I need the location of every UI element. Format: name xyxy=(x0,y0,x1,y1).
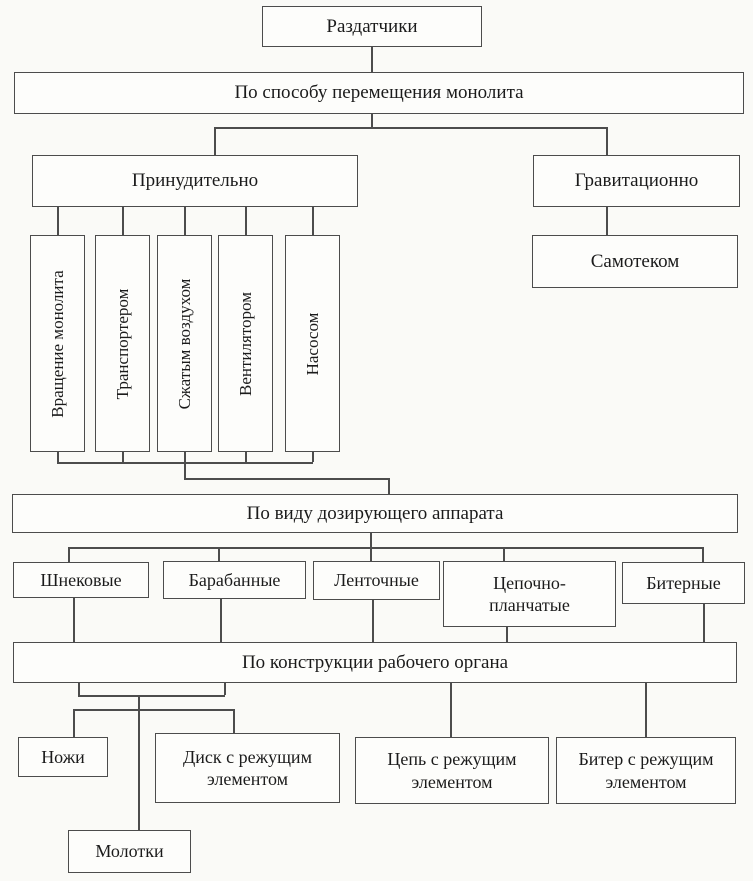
connector xyxy=(184,462,186,479)
node-conveyor-label: Транспортером xyxy=(112,288,132,399)
node-beater: Битерные xyxy=(622,562,745,604)
connector xyxy=(57,452,59,462)
connector xyxy=(138,695,140,830)
node-chain-slat: Цепочно-планчатые xyxy=(443,561,616,627)
connector xyxy=(370,547,372,561)
connector xyxy=(506,627,508,642)
node-fan: Вентилятором xyxy=(218,235,273,452)
node-forced: Принудительно xyxy=(32,155,358,207)
node-drum-label: Барабанные xyxy=(188,569,281,590)
connector xyxy=(78,683,80,695)
node-fan-label: Вентилятором xyxy=(235,291,255,396)
node-pump: Насосом xyxy=(285,235,340,452)
node-beater-cutting: Битер с режущим элементом xyxy=(556,737,736,804)
connector xyxy=(218,547,220,561)
connector xyxy=(73,709,233,711)
node-screw: Шнековые xyxy=(13,562,149,598)
connector xyxy=(122,207,124,235)
node-disc-cutting-label: Диск с режущим элементом xyxy=(183,746,312,790)
node-chain-slat-label: Цепочно-планчатые xyxy=(489,572,570,616)
connector xyxy=(312,452,314,462)
node-screw-label: Шнековые xyxy=(40,569,122,590)
connector xyxy=(78,695,225,697)
connector xyxy=(606,127,608,155)
connector xyxy=(245,207,247,235)
connector xyxy=(702,547,704,562)
connector xyxy=(224,683,226,695)
connector xyxy=(73,598,75,642)
node-by-movement-method: По способу перемещения монолита xyxy=(14,72,744,114)
node-by-working-body-design: По конструкции рабочего органа xyxy=(13,642,737,683)
node-by-working-body-label: По конструкции рабочего органа xyxy=(241,651,509,673)
node-by-dosing-label: По виду дозирующего аппарата xyxy=(246,502,504,524)
connector xyxy=(184,207,186,235)
node-gravity-flow: Самотеком xyxy=(532,235,738,288)
node-gravitational: Гравитационно xyxy=(533,155,740,207)
connector xyxy=(388,478,390,494)
node-belt: Ленточные xyxy=(313,561,440,600)
connector xyxy=(703,604,705,642)
connector xyxy=(220,599,222,642)
connector xyxy=(57,207,59,235)
connector xyxy=(371,114,373,127)
connector xyxy=(214,127,607,129)
connector xyxy=(312,207,314,235)
connector xyxy=(68,547,703,549)
node-hammers: Молотки xyxy=(68,830,191,873)
node-forced-label: Принудительно xyxy=(131,170,259,192)
node-disc-cutting: Диск с режущим элементом xyxy=(155,733,340,803)
node-compressed-air-label: Сжатым воздухом xyxy=(174,278,194,409)
connector xyxy=(73,709,75,737)
node-chain-cutting: Цепь с режущим элементом xyxy=(355,737,549,804)
connector xyxy=(372,600,374,642)
node-beater-cutting-label: Битер с режущим элементом xyxy=(578,749,714,792)
connector xyxy=(371,47,373,72)
connector xyxy=(245,452,247,462)
node-root-label: Раздатчики xyxy=(326,15,418,37)
connector xyxy=(184,478,389,480)
connector xyxy=(214,127,216,155)
node-by-movement-label: По способу перемещения монолита xyxy=(234,82,524,104)
node-knives-label: Ножи xyxy=(41,746,85,767)
node-root: Раздатчики xyxy=(262,6,482,47)
node-knives: Ножи xyxy=(18,737,108,777)
node-gravitational-label: Гравитационно xyxy=(574,170,699,192)
node-pump-label: Насосом xyxy=(302,312,322,375)
node-conveyor: Транспортером xyxy=(95,235,150,452)
connector xyxy=(645,683,647,737)
connector xyxy=(122,452,124,462)
node-monolith-rotation: Вращение монолита xyxy=(30,235,85,452)
node-compressed-air: Сжатым воздухом xyxy=(157,235,212,452)
connector xyxy=(68,547,70,562)
connector xyxy=(184,452,186,462)
node-drum: Барабанные xyxy=(163,561,306,599)
connector xyxy=(450,683,452,737)
node-by-dosing-apparatus: По виду дозирующего аппарата xyxy=(12,494,738,533)
connector xyxy=(370,533,372,547)
node-belt-label: Ленточные xyxy=(334,570,419,591)
node-beater-label: Битерные xyxy=(646,572,721,593)
connector xyxy=(233,709,235,733)
node-hammers-label: Молотки xyxy=(95,841,164,862)
node-monolith-rotation-label: Вращение монолита xyxy=(47,269,67,418)
node-chain-cutting-label: Цепь с режущим элементом xyxy=(387,749,517,792)
node-gravity-flow-label: Самотеком xyxy=(590,250,680,272)
connector xyxy=(606,207,608,235)
connector xyxy=(503,547,505,561)
